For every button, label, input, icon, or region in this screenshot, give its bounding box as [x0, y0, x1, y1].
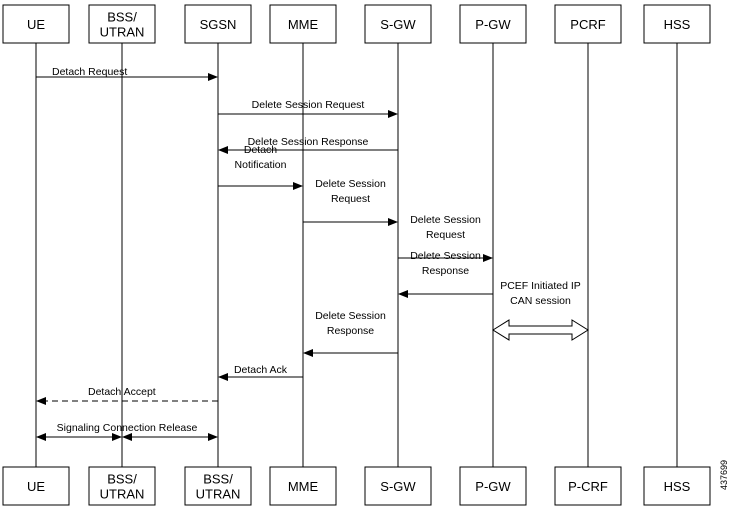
- top-node-mme-frame: [269, 4, 337, 44]
- message-label: Notification: [235, 159, 287, 171]
- message-label: Delete Session Request: [252, 99, 365, 111]
- top-node-hss-frame: [643, 4, 711, 44]
- top-node-sgw-label: S-GW: [380, 17, 416, 32]
- bottom-node-pgw: P-GW: [459, 466, 527, 506]
- bottom-node-ue: UE: [2, 466, 70, 506]
- bottom-node-pcrf: P-CRF: [554, 466, 622, 506]
- top-node-pgw-frame: [459, 4, 527, 44]
- message-signaling-connection-release: Signaling Connection Release: [36, 422, 218, 441]
- bottom-node-hss: HSS: [643, 466, 711, 506]
- message-label: Delete Session: [315, 310, 386, 322]
- bottom-node-sgsn-label: UTRAN: [196, 487, 241, 502]
- top-node-pcrf-label: PCRF: [570, 17, 605, 32]
- top-node-mme: MME: [269, 4, 337, 44]
- message-label: Delete Session Response: [248, 136, 369, 148]
- top-node-bss-label: BSS/: [107, 10, 137, 25]
- message-label: Delete Session: [410, 250, 481, 262]
- message-label: Delete Session: [410, 214, 481, 226]
- message-label: Detach Request: [52, 66, 127, 78]
- message-pcef-initiated-ip-can-session: PCEF Initiated IP CAN session: [492, 280, 589, 341]
- bottom-node-bss: BSS/UTRAN: [88, 466, 156, 506]
- top-node-hss-label: HSS: [664, 17, 691, 32]
- bottom-node-mme: MME: [269, 466, 337, 506]
- top-node-ue-label: UE: [27, 17, 45, 32]
- bottom-node-sgsn-frame: [184, 466, 252, 506]
- message-detach-accept: Detach Accept: [36, 386, 218, 405]
- bottom-node-ue-frame: [2, 466, 70, 506]
- message-label: CAN session: [510, 295, 571, 307]
- top-node-sgw: S-GW: [364, 4, 432, 44]
- bottom-node-bss-label: BSS/: [107, 472, 137, 487]
- top-node-sgw-frame: [364, 4, 432, 44]
- bottom-node-ue-label: UE: [27, 479, 45, 494]
- top-node-pcrf: PCRF: [554, 4, 622, 44]
- bottom-node-sgsn: BSS/UTRAN: [184, 466, 252, 506]
- message-label: PCEF Initiated IP: [500, 280, 581, 292]
- bottom-node-sgw-label: S-GW: [380, 479, 416, 494]
- message-label: Request: [426, 229, 465, 241]
- bottom-node-pgw-label: P-GW: [475, 479, 511, 494]
- bottom-node-pcrf-frame: [554, 466, 622, 506]
- top-node-sgsn: SGSN: [184, 4, 252, 44]
- bottom-node-sgw-frame: [364, 466, 432, 506]
- top-node-bss-frame: [88, 4, 156, 44]
- top-node-ue-frame: [2, 4, 70, 44]
- arrowhead-left: [36, 433, 46, 441]
- top-node-sgsn-frame: [184, 4, 252, 44]
- message-delete-session-request-1: Delete Session Request: [218, 99, 398, 118]
- message-label: Request: [331, 193, 370, 205]
- message-detach-ack: Detach Ack: [218, 364, 303, 381]
- bottom-node-pcrf-label: P-CRF: [568, 479, 608, 494]
- bottom-node-mme-label: MME: [288, 479, 319, 494]
- top-node-bss: BSS/UTRAN: [88, 4, 156, 44]
- bottom-node-pgw-frame: [459, 466, 527, 506]
- message-label: Response: [422, 265, 469, 277]
- top-node-sgsn-label: SGSN: [200, 17, 237, 32]
- top-node-hss: HSS: [643, 4, 711, 44]
- message-delete-session-response-1: Delete Session Response: [218, 136, 398, 154]
- double-arrow: [492, 319, 589, 341]
- top-node-row: UE BSS/UTRAN SGSN MME S-GW P-GW PCRF HSS: [2, 4, 711, 44]
- top-node-bss-label: UTRAN: [100, 25, 145, 40]
- message-label: Detach Accept: [88, 386, 156, 398]
- bottom-node-sgw: S-GW: [364, 466, 432, 506]
- bottom-node-hss-frame: [643, 466, 711, 506]
- message-label: Signaling Connection Release: [57, 422, 198, 434]
- figure-id: 437699: [719, 460, 729, 490]
- arrowhead-left: [122, 433, 132, 441]
- message-label: Response: [327, 325, 374, 337]
- bottom-node-mme-frame: [269, 466, 337, 506]
- message-label: Detach Ack: [234, 364, 288, 376]
- top-node-mme-label: MME: [288, 17, 319, 32]
- top-node-pgw-label: P-GW: [475, 17, 511, 32]
- bottom-node-bss-label: UTRAN: [100, 487, 145, 502]
- top-node-pcrf-frame: [554, 4, 622, 44]
- bottom-node-bss-frame: [88, 466, 156, 506]
- message-detach-request: Detach Request: [36, 66, 218, 81]
- message-label: Detach: [244, 144, 277, 156]
- bottom-node-sgsn-label: BSS/: [203, 472, 233, 487]
- bottom-node-hss-label: HSS: [664, 479, 691, 494]
- message-label: Delete Session: [315, 178, 386, 190]
- top-node-pgw: P-GW: [459, 4, 527, 44]
- top-node-ue: UE: [2, 4, 70, 44]
